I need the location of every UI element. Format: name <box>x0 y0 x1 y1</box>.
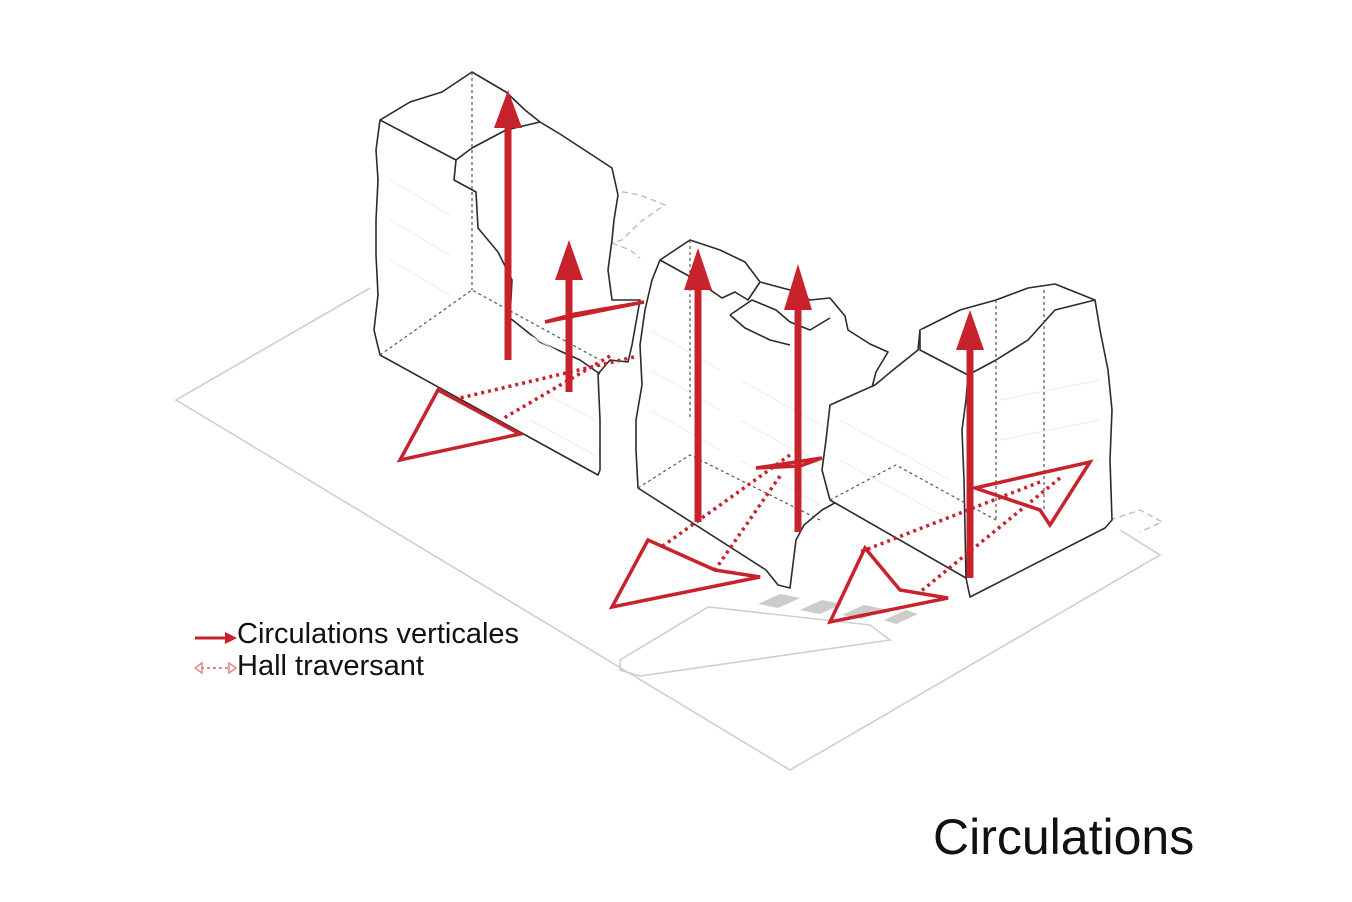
hall-arrowhead-2b <box>755 456 823 470</box>
hall-arrowhead-3b <box>968 459 1094 529</box>
legend-label-vertical: Circulations verticales <box>237 618 520 650</box>
legend-item-hall: Hall traversant <box>193 652 424 681</box>
entrance-steps <box>758 594 918 624</box>
hall-arrowhead-1a <box>396 387 526 463</box>
diagram-title: Circulations <box>933 809 1195 865</box>
vertical-arrow-3 <box>684 248 712 522</box>
hall-arrowhead-2a <box>608 537 761 610</box>
vertical-arrow-5 <box>956 310 984 578</box>
solid-arrow-icon <box>195 631 237 644</box>
ghost-volume-1 <box>611 189 667 259</box>
vertical-arrow-2 <box>555 240 583 392</box>
vertical-arrow-4 <box>784 264 812 532</box>
hall-arrowhead-1b <box>544 300 645 324</box>
legend-label-hall: Hall traversant <box>237 650 424 682</box>
ghost-volume-2 <box>1109 509 1164 533</box>
hall-traversant-1 <box>396 300 645 463</box>
vertical-arrow-1 <box>494 90 522 360</box>
hall-traversant-3 <box>826 459 1094 625</box>
legend-item-vertical: Circulations verticales <box>193 620 519 649</box>
hall-traversant-2 <box>608 453 823 610</box>
hall-arrowhead-3a <box>826 544 949 625</box>
dashed-double-arrow-icon <box>193 661 237 674</box>
site-outline <box>174 287 1162 771</box>
